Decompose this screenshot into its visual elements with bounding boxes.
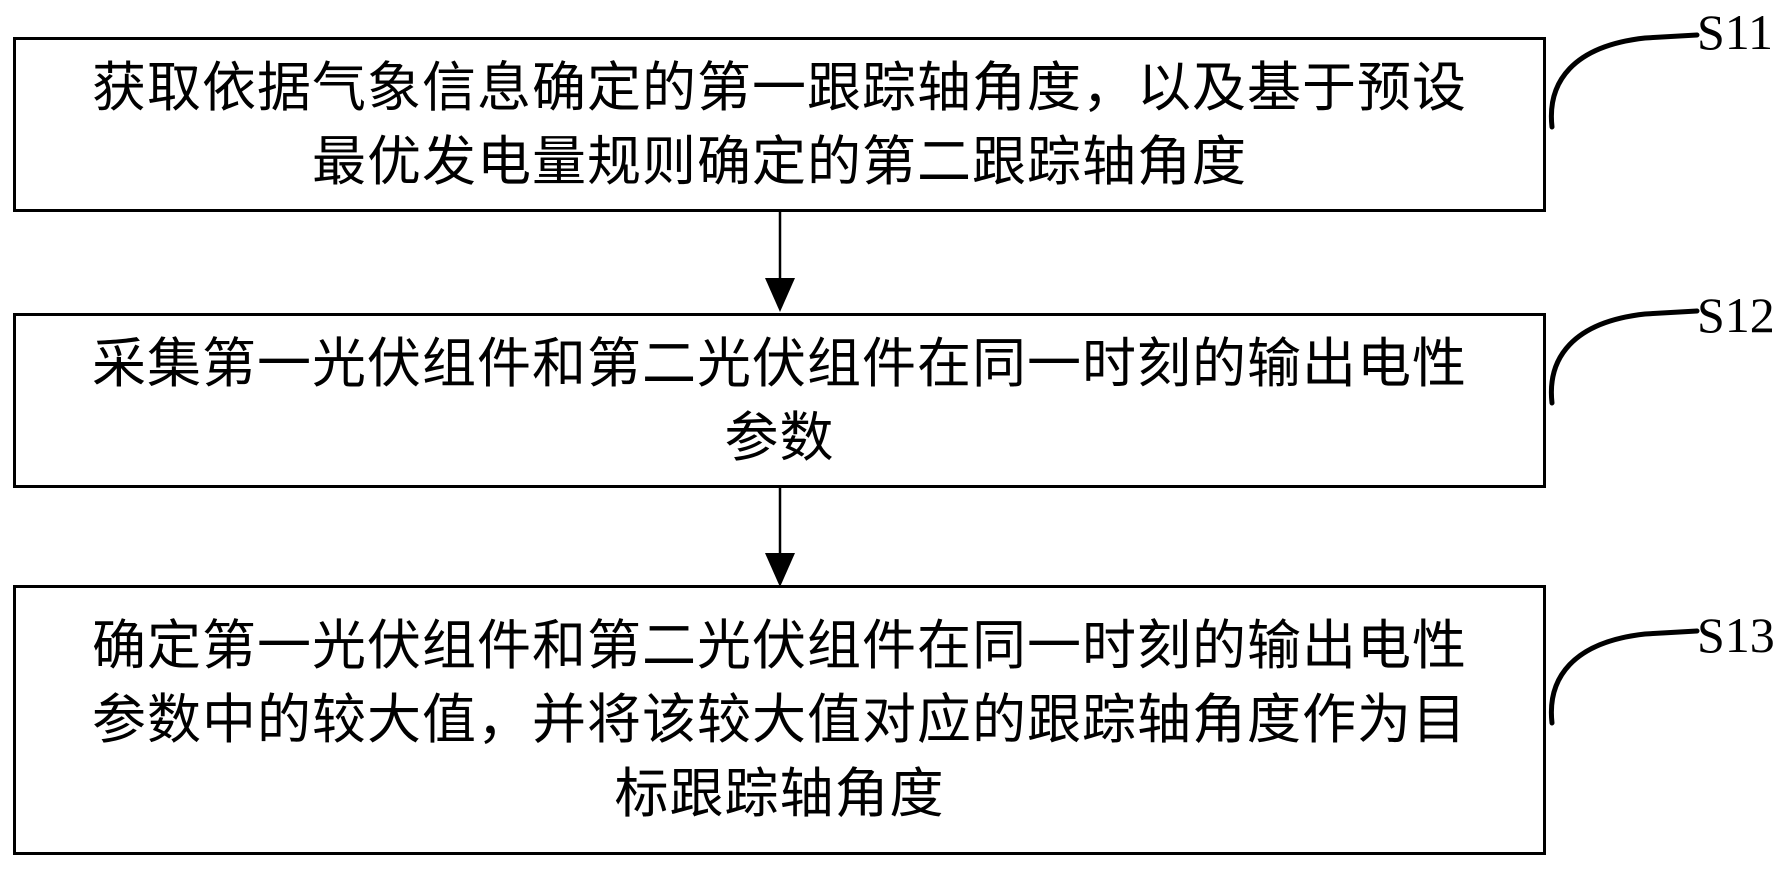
step-label-s13: S13 [1697,607,1775,663]
step-label-s11: S11 [1697,4,1773,60]
step-text-s12: 采集第一光伏组件和第二光伏组件在同一时刻的输出电性 参数 [92,333,1467,468]
step-box-s12: 采集第一光伏组件和第二光伏组件在同一时刻的输出电性 参数 [13,313,1546,488]
leader-line-s13 [1548,628,1700,726]
step-box-s11: 获取依据气象信息确定的第一跟踪轴角度，以及基于预设 最优发电量规则确定的第二跟踪… [13,37,1546,212]
leader-line-s11 [1548,32,1700,130]
step-box-s13: 确定第一光伏组件和第二光伏组件在同一时刻的输出电性 参数中的较大值，并将该较大值… [13,585,1546,855]
step-text-s13: 确定第一光伏组件和第二光伏组件在同一时刻的输出电性 参数中的较大值，并将该较大值… [92,616,1467,824]
arrow-head-icon-2 [765,553,795,587]
leader-line-s12 [1548,308,1700,406]
step-text-s11: 获取依据气象信息确定的第一跟踪轴角度，以及基于预设 最优发电量规则确定的第二跟踪… [92,57,1467,192]
arrow-head-icon-1 [765,278,795,312]
step-label-s12: S12 [1697,287,1775,343]
